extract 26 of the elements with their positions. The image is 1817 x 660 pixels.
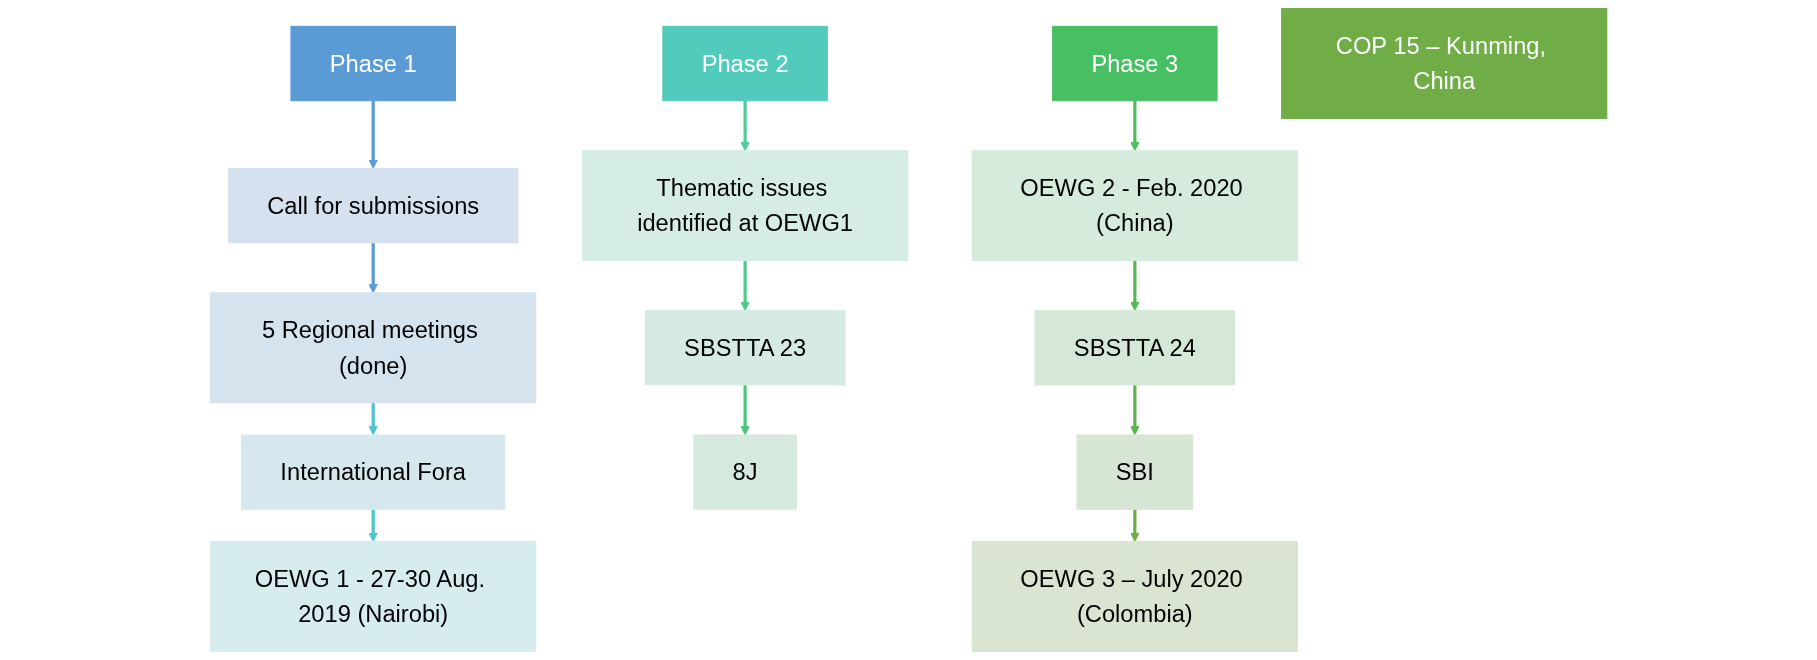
arrow xyxy=(740,384,750,436)
arrow xyxy=(1129,384,1140,436)
node-box: OEWG 2 - Feb. 2020 (China) xyxy=(971,150,1298,262)
node-box: OEWG 3 – July 2020 (Colombia) xyxy=(971,541,1298,652)
node-box: 8J xyxy=(693,434,797,510)
node-box: SBI xyxy=(1076,434,1193,510)
arrow xyxy=(1129,509,1140,542)
node-box: Phase 3 xyxy=(1051,25,1218,102)
node-box: Thematic issues identified at OEWG1 xyxy=(581,150,908,262)
arrow xyxy=(368,100,378,169)
arrow xyxy=(740,100,750,152)
node-box: Phase 1 xyxy=(290,25,456,102)
node-box: SBSTTA 23 xyxy=(644,310,846,386)
node-box: International Fora xyxy=(240,434,506,510)
arrow xyxy=(740,260,750,312)
arrow xyxy=(1129,100,1140,152)
node-box: Call for submissions xyxy=(227,167,519,244)
arrow xyxy=(368,242,378,294)
arrow xyxy=(368,402,378,436)
node-box: OEWG 1 - 27-30 Aug. 2019 (Nairobi) xyxy=(209,541,537,652)
node-box: SBSTTA 24 xyxy=(1034,310,1235,386)
node-box: 5 Regional meetings (done) xyxy=(209,292,537,404)
node-box: Phase 2 xyxy=(662,25,828,102)
arrow xyxy=(1129,260,1140,312)
arrow xyxy=(368,509,378,542)
node-box: COP 15 – Kunming, China xyxy=(1280,8,1608,119)
